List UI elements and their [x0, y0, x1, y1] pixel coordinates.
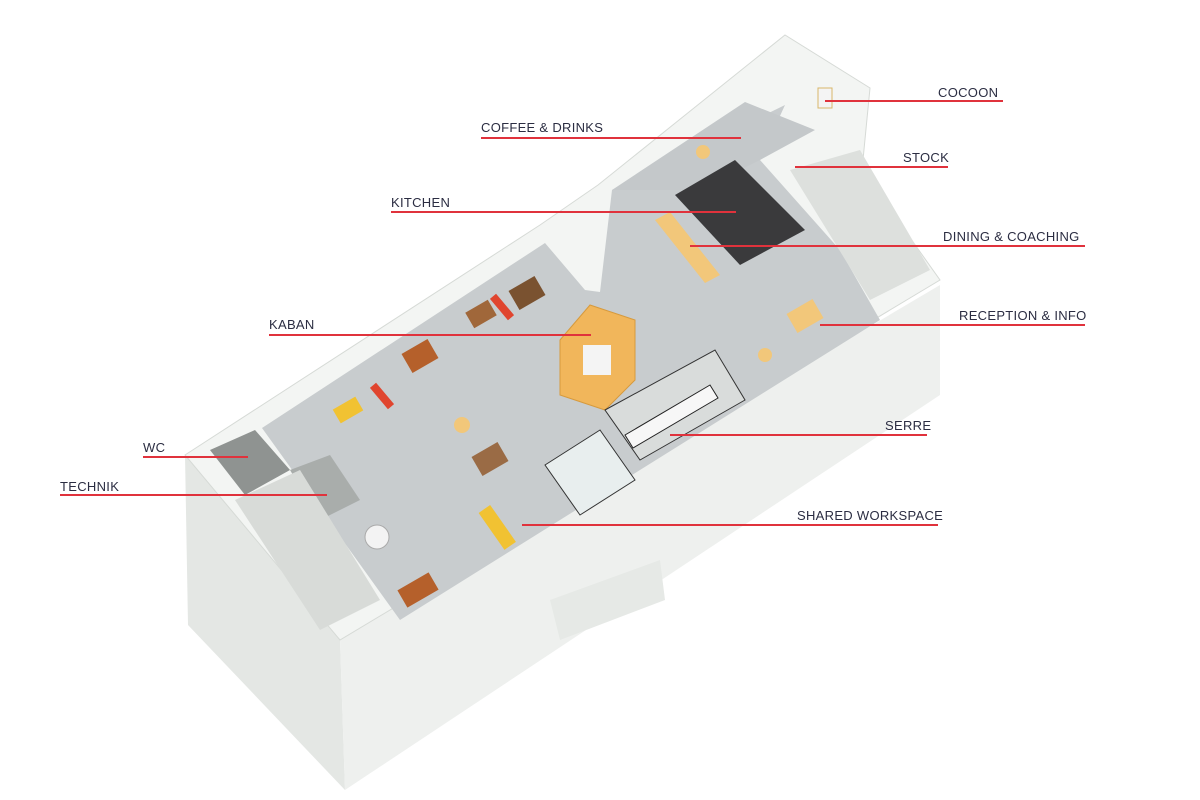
desk — [465, 299, 497, 329]
round-table — [364, 524, 390, 550]
front-facade — [340, 285, 940, 790]
kitchen-area — [675, 160, 805, 265]
label-cocoon: COCOON — [938, 85, 999, 100]
stairwell — [235, 470, 380, 630]
leader-line-shared-workspace — [522, 524, 938, 526]
leader-line-serre — [670, 434, 927, 436]
serre-table — [624, 384, 719, 449]
leader-line-reception-info — [820, 324, 1085, 326]
glass-box — [544, 429, 636, 516]
kaban-table — [583, 345, 611, 375]
leader-line-technik — [60, 494, 327, 496]
cocoon-table — [817, 87, 833, 109]
desk — [397, 572, 439, 608]
desk — [401, 338, 439, 374]
left-facade — [185, 455, 345, 790]
shelf — [489, 293, 515, 321]
round-table — [758, 348, 772, 362]
leader-line-coffee-drinks — [481, 137, 741, 139]
desk — [478, 504, 516, 550]
label-wc: WC — [143, 440, 166, 455]
desk — [508, 275, 546, 311]
leader-line-cocoon — [825, 100, 1003, 102]
label-kaban: KABAN — [269, 317, 315, 332]
label-shared-workspace: SHARED WORKSPACE — [797, 508, 944, 523]
label-kitchen: KITCHEN — [391, 195, 451, 210]
round-table — [696, 145, 710, 159]
dining-table — [655, 212, 720, 283]
desk — [786, 298, 824, 334]
leader-line-kaban — [269, 334, 591, 336]
shelf — [369, 382, 395, 410]
label-serre: SERRE — [885, 418, 932, 433]
technik-room — [290, 455, 360, 520]
round-table — [454, 417, 470, 433]
desk — [332, 396, 364, 424]
leader-line-kitchen — [391, 211, 736, 213]
label-reception-info: RECEPTION & INFO — [959, 308, 1087, 323]
stock-rooms — [790, 150, 930, 300]
label-coffee-drinks: COFFEE & DRINKS — [481, 120, 604, 135]
wc-room — [210, 430, 290, 495]
upper-floor — [612, 102, 815, 190]
leader-line-stock — [795, 166, 948, 168]
desk — [471, 441, 509, 477]
leader-line-dining-coaching — [690, 245, 1085, 247]
label-stock: STOCK — [903, 150, 950, 165]
leader-line-wc — [143, 456, 248, 458]
label-dining-coaching: DINING & COACHING — [943, 229, 1080, 244]
label-technik: TECHNIK — [60, 479, 120, 494]
annex-facade — [550, 560, 665, 640]
